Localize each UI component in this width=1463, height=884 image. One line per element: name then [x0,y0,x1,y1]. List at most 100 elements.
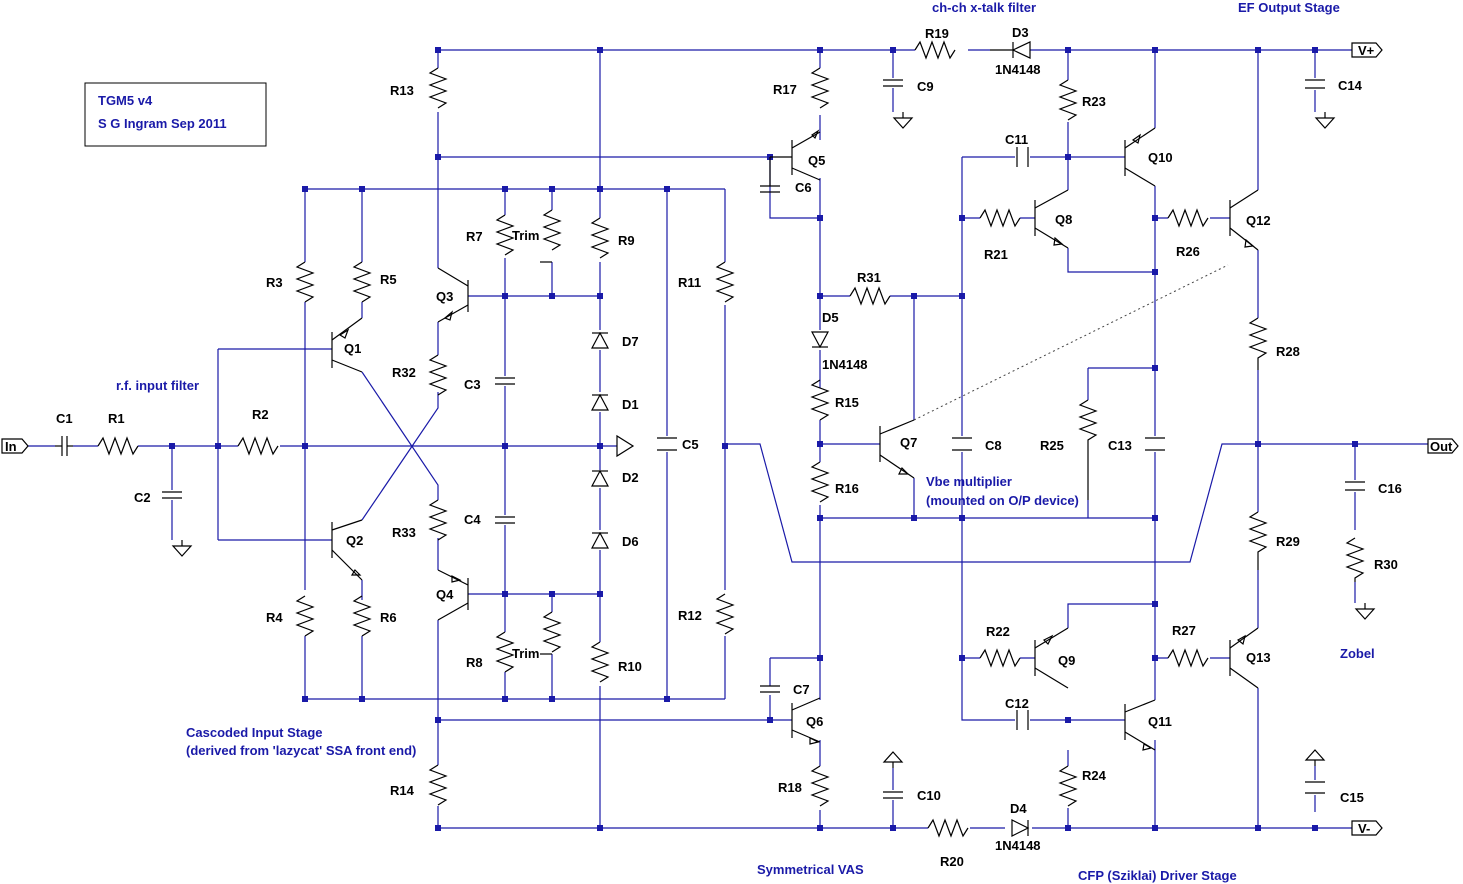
resistor-r17 [810,67,830,109]
label-d3: D3 [1012,25,1029,40]
capacitor-c12 [1016,710,1029,730]
transistor-q6 [791,697,821,745]
capacitor-c14 [1305,79,1325,89]
resistor-r7 [495,214,515,256]
label-c9: C9 [917,79,934,94]
port-in [1,438,29,454]
trimmer-2 [542,611,562,653]
label-r9: R9 [618,233,635,248]
diode-d5 [811,331,829,349]
label-r13: R13 [390,83,414,98]
label-r33: R33 [392,525,416,540]
transistor-q12 [1229,189,1259,251]
label-r14: R14 [390,783,415,798]
resistor-r8 [495,631,515,673]
capacitor-c6 [760,157,780,193]
capacitor-c3 [495,377,515,385]
title-line2: S G Ingram Sep 2011 [98,116,227,131]
note-vas: Symmetrical VAS [757,862,864,877]
capacitor-c8 [952,437,972,451]
label-c1: C1 [56,411,73,426]
port-vminus [1351,820,1383,836]
label-c4: C4 [464,512,481,527]
transistor-q13 [1229,627,1259,689]
resistor-r32 [428,354,448,396]
resistor-r19 [914,40,956,60]
label-r4: R4 [266,610,283,625]
note-rf-filter: r.f. input filter [116,378,199,393]
label-q7: Q7 [900,435,917,450]
label-r15: R15 [835,395,859,410]
diode-d7 [591,331,609,349]
label-d5: D5 [822,310,839,325]
resistor-r25 [1078,399,1098,500]
transistor-q7 [879,419,915,479]
label-r29: R29 [1276,534,1300,549]
label-r5: R5 [380,272,397,287]
title-box [84,82,267,147]
label-c15: C15 [1340,790,1364,805]
resistor-r20 [927,818,969,838]
resistor-r33 [428,499,448,541]
capacitor-c9 [883,79,903,87]
resistor-r2 [237,436,279,456]
label-d7: D7 [622,334,639,349]
resistor-r14 [428,764,448,806]
reference-flag [616,434,635,458]
trimmer-1 [542,209,562,251]
transistor-q5 [770,129,821,181]
resistor-r15 [810,379,830,421]
label-r10: R10 [618,659,642,674]
ground-c10 [882,751,904,768]
label-r6: R6 [380,610,397,625]
label-q2: Q2 [346,533,363,548]
port-in-label: In [5,439,17,454]
note-cfp: CFP (Sziklai) Driver Stage [1078,868,1237,883]
resistor-r5 [352,261,372,303]
resistor-r31 [849,286,891,306]
capacitor-c5 [657,437,677,451]
port-out [1427,438,1459,454]
resistor-r4 [295,595,315,637]
label-r28: R28 [1276,344,1300,359]
note-vbe1: Vbe multiplier [926,474,1012,489]
label-q12: Q12 [1246,213,1271,228]
label-q3: Q3 [436,289,453,304]
diode-d3 [990,41,1031,59]
label-r27: R27 [1172,623,1196,638]
label-d3-part: 1N4148 [995,62,1041,77]
label-d1: D1 [622,397,639,412]
resistor-r9 [590,217,610,259]
label-r8: R8 [466,655,483,670]
label-r25: R25 [1040,438,1064,453]
capacitor-c4 [495,516,515,524]
resistor-r6 [352,595,372,637]
resistor-r12 [715,593,735,635]
diode-d6 [591,531,609,549]
label-c6: C6 [795,180,812,195]
label-q11: Q11 [1148,714,1172,729]
label-c16: C16 [1378,481,1402,496]
capacitor-c2 [162,491,182,499]
junction-dots [169,47,1358,831]
resistor-r10 [590,641,610,683]
label-r7: R7 [466,229,483,244]
resistor-r21 [979,208,1021,228]
transistor-q3 [437,267,469,323]
label-q8: Q8 [1055,212,1072,227]
label-c10: C10 [917,788,941,803]
label-r17: R17 [773,82,797,97]
resistor-r22 [979,648,1021,668]
label-r31: R31 [857,270,881,285]
resistor-r13 [428,67,448,109]
label-r19: R19 [925,26,949,41]
transistor-q9 [1034,627,1069,689]
component-labels: R1 R2 R3 R4 R5 R6 R7 R8 Trim Trim R9 R10… [56,25,1402,869]
port-out-label: Out [1430,439,1453,454]
label-c7: C7 [793,682,810,697]
label-q10: Q10 [1148,150,1173,165]
label-c11: C11 [1005,132,1028,147]
resistor-r28 [1248,317,1268,370]
note-vbe2: (mounted on O/P device) [926,493,1079,508]
